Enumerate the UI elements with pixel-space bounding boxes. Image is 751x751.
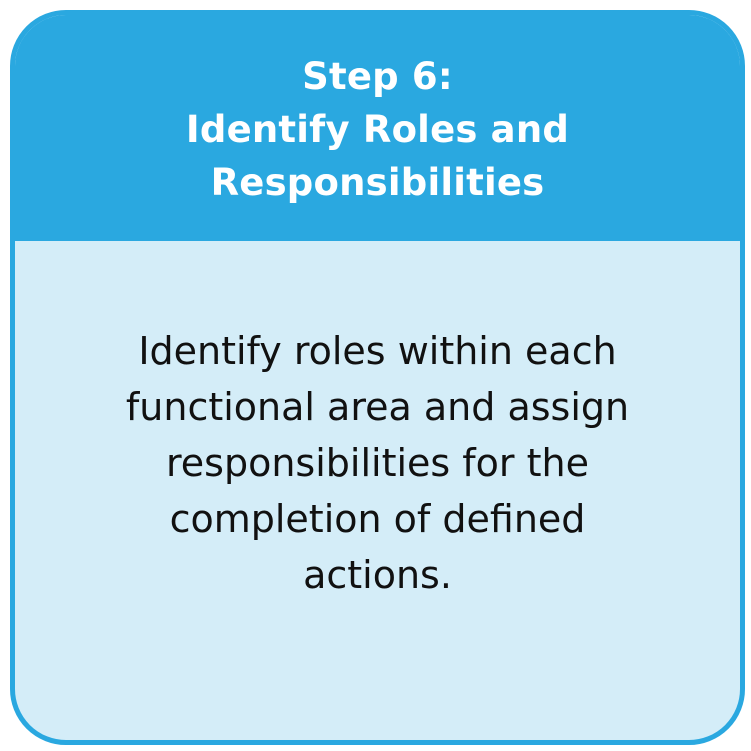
step-card-header: Step 6: Identify Roles and Responsibilit… bbox=[15, 15, 740, 241]
step-title: Step 6: Identify Roles and Responsibilit… bbox=[185, 54, 570, 204]
step-card: Step 6: Identify Roles and Responsibilit… bbox=[10, 10, 745, 745]
step-card-body: Identify roles within each functional ar… bbox=[15, 241, 740, 740]
step-description: Identify roles within each functional ar… bbox=[125, 328, 630, 597]
